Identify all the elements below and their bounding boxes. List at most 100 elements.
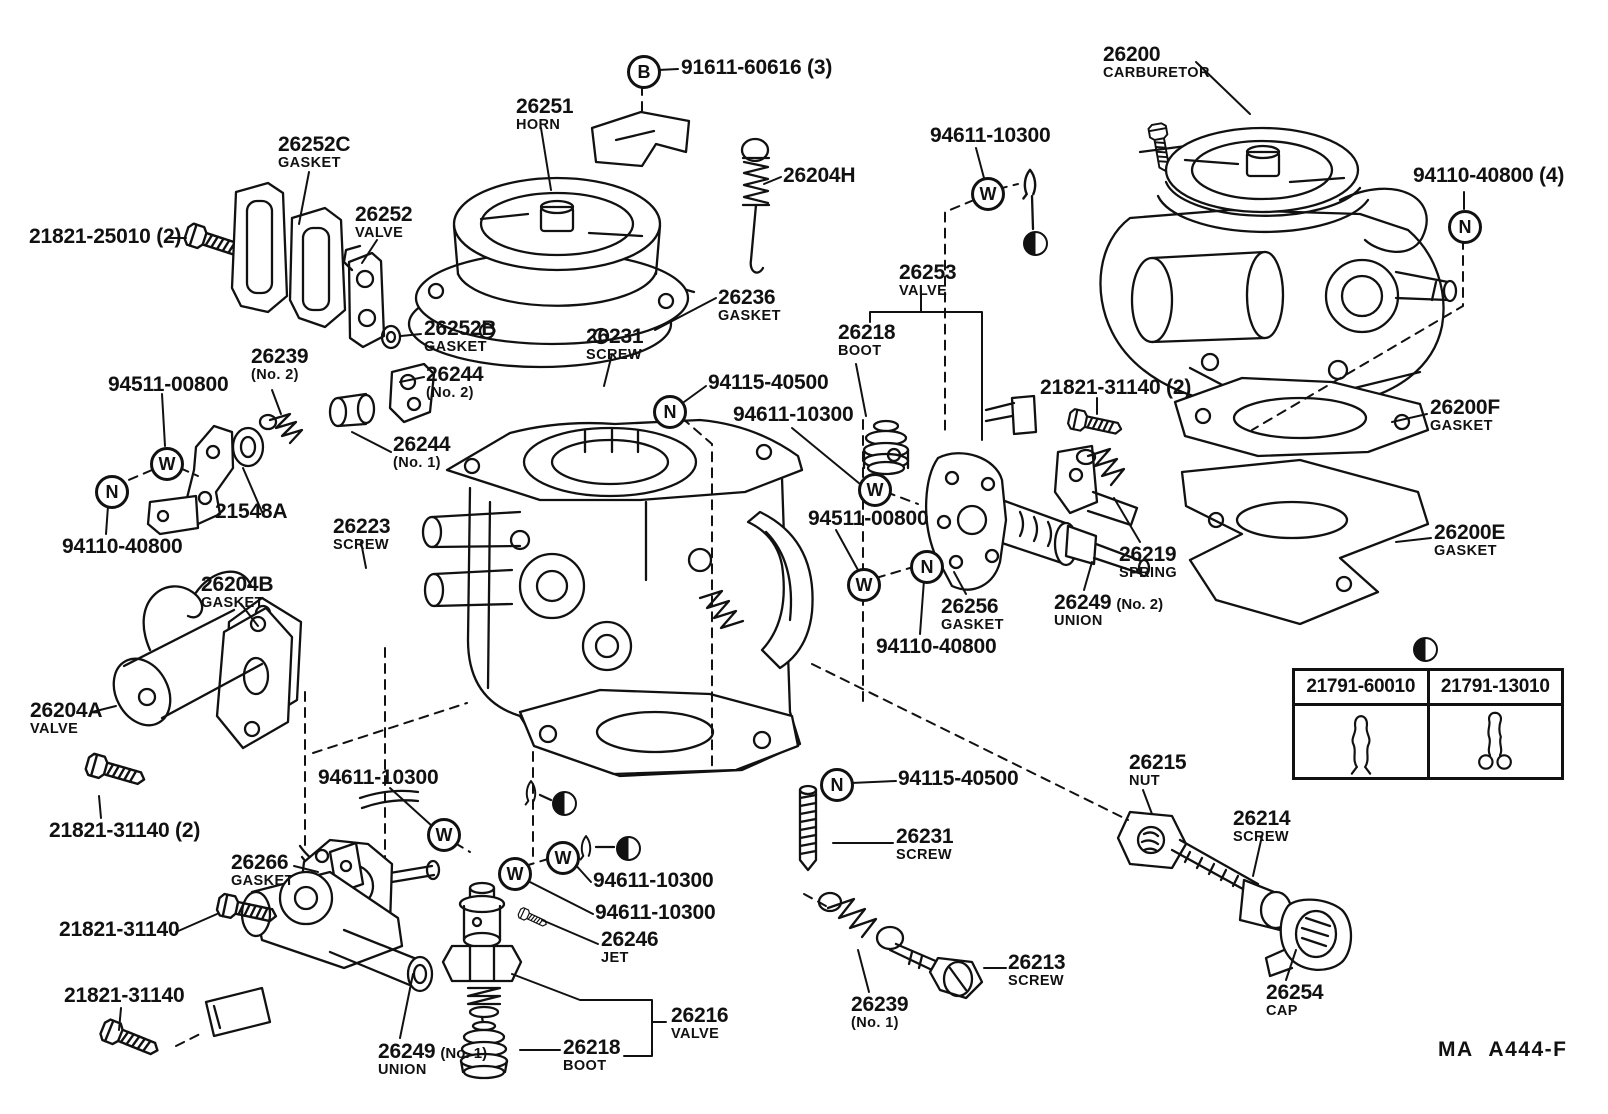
- part-name: HORN: [516, 116, 561, 133]
- part-name: VALVE: [899, 282, 948, 299]
- part-number: 26256: [941, 595, 999, 618]
- part-number: 21821-31140: [64, 984, 185, 1007]
- part-number: 26200E: [1434, 521, 1506, 544]
- part-label-94115-40500-19: 94115-40500: [708, 371, 829, 394]
- part-number: 26223: [333, 515, 391, 538]
- part-number: 21548A: [215, 500, 288, 523]
- union-26249-no1-art: [97, 838, 434, 1062]
- part-number: 26216: [671, 1004, 729, 1027]
- part-name: GASKET: [941, 616, 1004, 633]
- part-label-94110-40800-33: 94110-40800: [876, 635, 997, 658]
- callout-w-8: W: [847, 568, 881, 602]
- valve-26253-assembly-art: [862, 394, 1151, 591]
- part-label-94611-10300-47: 94611-10300: [595, 902, 716, 924]
- part-number: 26253: [899, 261, 957, 284]
- part-number: 26215: [1129, 751, 1187, 774]
- callout-w-9: W: [971, 177, 1005, 211]
- part-number: 26252: [355, 203, 413, 226]
- part-name: GASKET: [231, 872, 294, 889]
- part-label-21821-31140-2--24: 21821-31140 (2): [1040, 377, 1191, 399]
- half-moon-marker-0: [1023, 231, 1048, 256]
- part-number: 94511-00800: [108, 373, 229, 396]
- assembly-dash-lines: [123, 85, 1464, 1047]
- part-label-91611-60616-3--15: 91611-60616 (3): [681, 57, 832, 79]
- part-label-26204h-16: 26204H: [783, 164, 856, 187]
- callout-w-12: W: [546, 841, 580, 875]
- leader-lines: [91, 61, 1465, 1057]
- part-name: BOOT: [838, 342, 882, 359]
- part-name: (No. 2): [251, 366, 299, 383]
- part-label-26249-44: 26249(No. 1)UNION: [378, 1041, 487, 1078]
- part-name: (No. 1): [393, 454, 441, 471]
- clip-icon: [524, 168, 1037, 861]
- part-name: (No. 2): [426, 384, 474, 401]
- part-name: VALVE: [355, 224, 404, 241]
- part-label-21821-31140-42: 21821-31140: [59, 919, 180, 941]
- part-number: 26200: [1103, 43, 1161, 66]
- part-name: NUT: [1129, 772, 1161, 789]
- part-name: GASKET: [278, 154, 341, 171]
- part-number: 26244: [393, 433, 451, 456]
- part-number: 26266: [231, 851, 289, 874]
- callout-n-2: N: [653, 395, 687, 429]
- part-number: 94611-10300: [733, 403, 854, 426]
- part-label-94511-00800-32: 94511-00800: [808, 507, 929, 530]
- part-number: 94115-40500: [708, 371, 829, 394]
- part-number: 26204A: [30, 699, 103, 722]
- part-label-21821-31140-43: 21821-31140: [64, 984, 185, 1007]
- lever-21548a-art: [146, 362, 436, 536]
- part-name: UNION: [1054, 612, 1103, 629]
- part-name: GASKET: [1434, 542, 1497, 559]
- retainer-clip-b-icon: [1478, 711, 1513, 770]
- part-name: VALVE: [30, 720, 79, 737]
- adjusting-screws-art: [798, 784, 1353, 1000]
- callout-b-0: B: [627, 55, 661, 89]
- part-number: 26204H: [783, 164, 856, 187]
- part-number: 94511-00800: [808, 507, 929, 530]
- part-number: 26244: [426, 363, 484, 386]
- half-moon-marker-1: [552, 791, 577, 816]
- callout-w-7: W: [858, 473, 892, 507]
- part-name: BOOT: [563, 1057, 607, 1074]
- part-number: 94115-40500: [898, 767, 1019, 790]
- part-qualifier: (No. 1): [440, 1045, 488, 1062]
- callout-n-1: N: [95, 475, 129, 509]
- part-name: (No. 1): [851, 1014, 899, 1031]
- part-qualifier: (No. 2): [1116, 596, 1164, 613]
- gasket-26252c-art: [181, 181, 347, 329]
- part-number: 94110-40800: [62, 535, 183, 558]
- part-number: 94611-10300: [930, 124, 1051, 147]
- part-number: 26249: [1054, 591, 1112, 614]
- part-label-94611-10300-45: 94611-10300: [318, 767, 439, 789]
- part-name: GASKET: [1430, 417, 1493, 434]
- part-name: JET: [601, 949, 629, 966]
- part-label-94611-10300-20: 94611-10300: [733, 403, 854, 426]
- part-number: 26219: [1119, 543, 1177, 566]
- part-number: 26236: [718, 286, 776, 309]
- part-number: 26252C: [278, 133, 351, 156]
- callout-w-11: W: [498, 857, 532, 891]
- part-label-26244-7: 26244(No. 1): [393, 433, 451, 471]
- callout-n-3: N: [910, 550, 944, 584]
- part-number: 26251: [516, 95, 574, 118]
- part-name: CAP: [1266, 1002, 1298, 1019]
- part-number: 94110-40800: [876, 635, 997, 658]
- half-moon-marker-3: [1413, 637, 1438, 662]
- gasket-26200e-art: [1180, 458, 1430, 626]
- part-number: 26246: [601, 928, 659, 951]
- part-number: 26218: [838, 321, 896, 344]
- part-label-21821-31140-2--13: 21821-31140 (2): [49, 820, 200, 842]
